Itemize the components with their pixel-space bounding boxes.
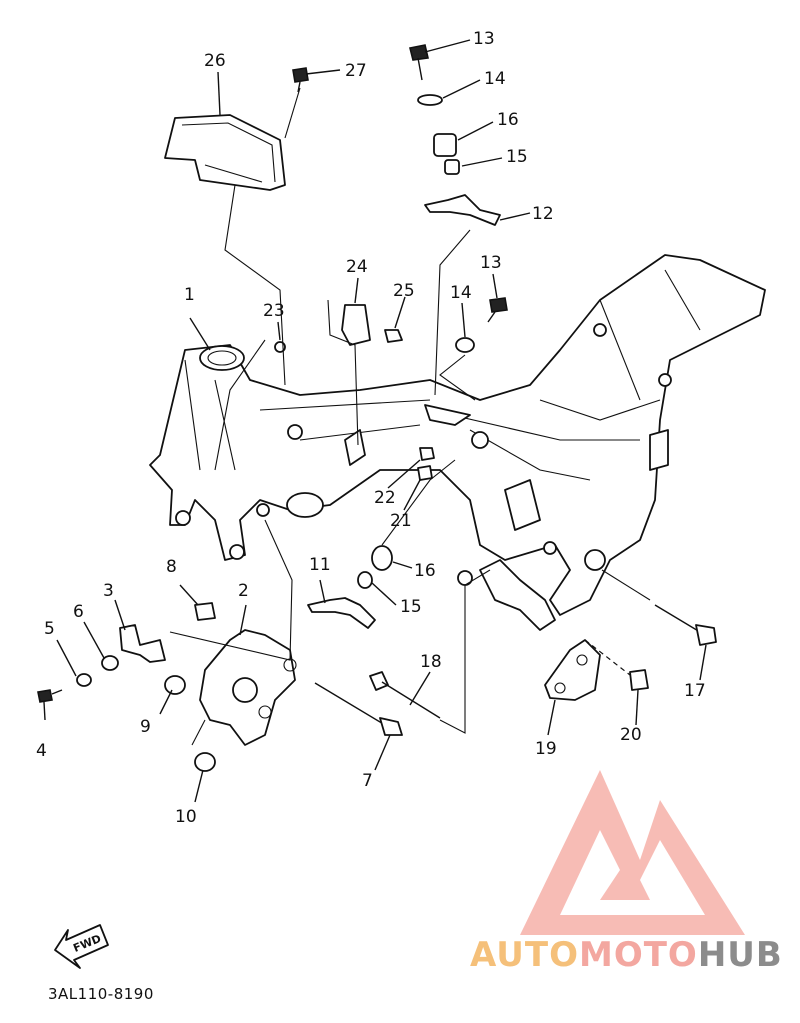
callout-27: 27 [345, 61, 367, 81]
callout-17: 17 [684, 681, 706, 701]
assembly-lines [169, 87, 651, 746]
part-15-collar-lower [357, 571, 373, 589]
callout-12: 12 [532, 204, 554, 224]
part-20-nut [629, 669, 649, 691]
leader-lines [43, 39, 707, 803]
part-13-bolt-mid [487, 297, 508, 323]
part-16-bush-lower [371, 545, 393, 571]
part-11-bracket [307, 597, 376, 629]
callout-9: 9 [140, 717, 151, 737]
part-15-collar-top [444, 159, 460, 175]
callout-11: 11 [309, 555, 331, 575]
brand-auto: AUTO [470, 935, 579, 975]
part-21-bolt [417, 465, 433, 481]
callout-18: 18 [420, 652, 442, 672]
callout-15-top: 15 [506, 147, 528, 167]
callout-2: 2 [238, 581, 249, 601]
part-22-clip [419, 447, 435, 461]
callout-13-mid: 13 [480, 253, 502, 273]
callout-13-top: 13 [473, 29, 495, 49]
part-4-bolt [37, 689, 63, 703]
part-27-bolt [292, 67, 309, 93]
callout-25: 25 [393, 281, 415, 301]
part-17-bolt [654, 604, 717, 646]
brand-moto: MOTO [578, 935, 698, 975]
part-14-washer-mid [455, 337, 475, 353]
callout-4: 4 [36, 741, 47, 761]
drawing-code: 3AL110-8190 [48, 985, 154, 1003]
callout-26: 26 [204, 51, 226, 71]
brand-hub: HUB [697, 935, 783, 975]
part-18-bolt [369, 671, 441, 719]
part-6-washer [101, 655, 119, 671]
callout-24: 24 [346, 257, 368, 277]
callout-5: 5 [44, 619, 55, 639]
main-frame [149, 254, 766, 616]
part-10-nut [194, 752, 216, 772]
callout-20: 20 [620, 725, 642, 745]
callout-23: 23 [263, 301, 285, 321]
part-7-bolt [314, 682, 403, 736]
callout-15-lower: 15 [400, 597, 422, 617]
part-8-nut [194, 602, 216, 621]
callout-21: 21 [390, 511, 412, 531]
callout-14-mid: 14 [450, 283, 472, 303]
callout-7: 7 [362, 771, 373, 791]
part-5-washer [76, 673, 92, 687]
part-3-bracket [119, 624, 166, 663]
watermark-logo-icon [520, 770, 745, 935]
callout-1: 1 [184, 285, 195, 305]
fwd-arrow-icon [54, 924, 109, 969]
callout-19: 19 [535, 739, 557, 759]
callout-16-top: 16 [497, 110, 519, 130]
callout-22: 22 [374, 488, 396, 508]
part-13-bolt-top [409, 44, 429, 81]
callout-labels: 1 2 3 4 5 6 7 8 9 10 11 12 13 13 14 14 1… [36, 29, 706, 955]
watermark-brand: AUTOMOTOHUB [470, 935, 783, 975]
part-12-bracket [424, 194, 501, 226]
part-25-bolt [384, 329, 403, 343]
part-26-cover [164, 114, 286, 191]
part-14-washer-top [417, 94, 443, 106]
part-24-clamp [341, 304, 371, 346]
callout-10: 10 [175, 807, 197, 827]
part-19-bracket [544, 639, 601, 701]
part-9-bush [164, 675, 186, 695]
callout-3: 3 [103, 581, 114, 601]
callout-6: 6 [73, 602, 84, 622]
callout-14-top: 14 [484, 69, 506, 89]
callout-16-lower: 16 [414, 561, 436, 581]
right-lower-bracket [479, 559, 556, 631]
part-16-bush-top [433, 133, 457, 157]
callout-8: 8 [166, 557, 177, 577]
